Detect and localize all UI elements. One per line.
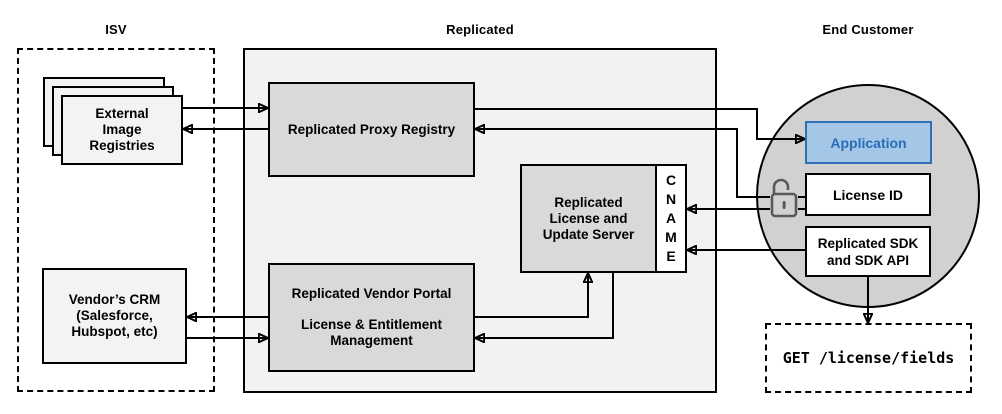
license-id-label: License ID	[832, 186, 904, 203]
application-label: Application	[830, 134, 907, 151]
licserver-label-line: Replicated	[554, 194, 623, 210]
license-id-node: License ID	[805, 173, 931, 216]
cname-letter: C	[665, 172, 677, 188]
external-image-registries-node: External Image Registries	[61, 95, 183, 165]
registries-label-line: Image	[102, 122, 142, 137]
get-license-fields-box: GET /license/fields	[765, 323, 972, 393]
cname-letter: N	[665, 191, 677, 207]
vendor-portal-line: Management	[330, 333, 413, 348]
licserver-label-line: Update Server	[542, 226, 635, 242]
sdk-label-line: Replicated SDK	[817, 235, 919, 251]
crm-label-line: (Salesforce,	[76, 308, 153, 323]
registries-label-line: Registries	[89, 138, 155, 153]
cname-letter: M	[665, 229, 677, 245]
isv-section-label: ISV	[105, 21, 127, 37]
cname-letter: A	[665, 210, 677, 226]
proxy-registry-label: Replicated Proxy Registry	[287, 121, 456, 137]
proxy-registry-node: Replicated Proxy Registry	[268, 82, 475, 177]
vendor-portal-title: Replicated Vendor Portal	[291, 286, 452, 301]
application-node: Application	[805, 121, 932, 164]
crm-label-line: Vendor’s CRM	[68, 292, 161, 307]
crm-label-line: Hubspot, etc)	[71, 324, 158, 339]
licserver-label-line: License and	[549, 210, 628, 226]
lock-icon	[770, 178, 798, 218]
registries-label-line: External	[95, 106, 149, 121]
license-update-server-node: Replicated License and Update Server	[520, 164, 657, 273]
sdk-label-line: and SDK API	[826, 252, 909, 268]
vendor-portal-line: License & Entitlement	[300, 317, 443, 332]
replicated-section-label: Replicated	[446, 21, 514, 37]
cname-node: C N A M E	[655, 164, 687, 273]
get-license-fields-label: GET /license/fields	[782, 349, 955, 367]
cname-letter: E	[666, 248, 676, 264]
end-customer-section-label: End Customer	[822, 21, 914, 37]
vendor-portal-node: Replicated Vendor Portal License & Entit…	[268, 263, 475, 372]
replicated-sdk-node: Replicated SDK and SDK API	[805, 226, 931, 277]
vendors-crm-node: Vendor’s CRM (Salesforce, Hubspot, etc)	[42, 268, 187, 364]
